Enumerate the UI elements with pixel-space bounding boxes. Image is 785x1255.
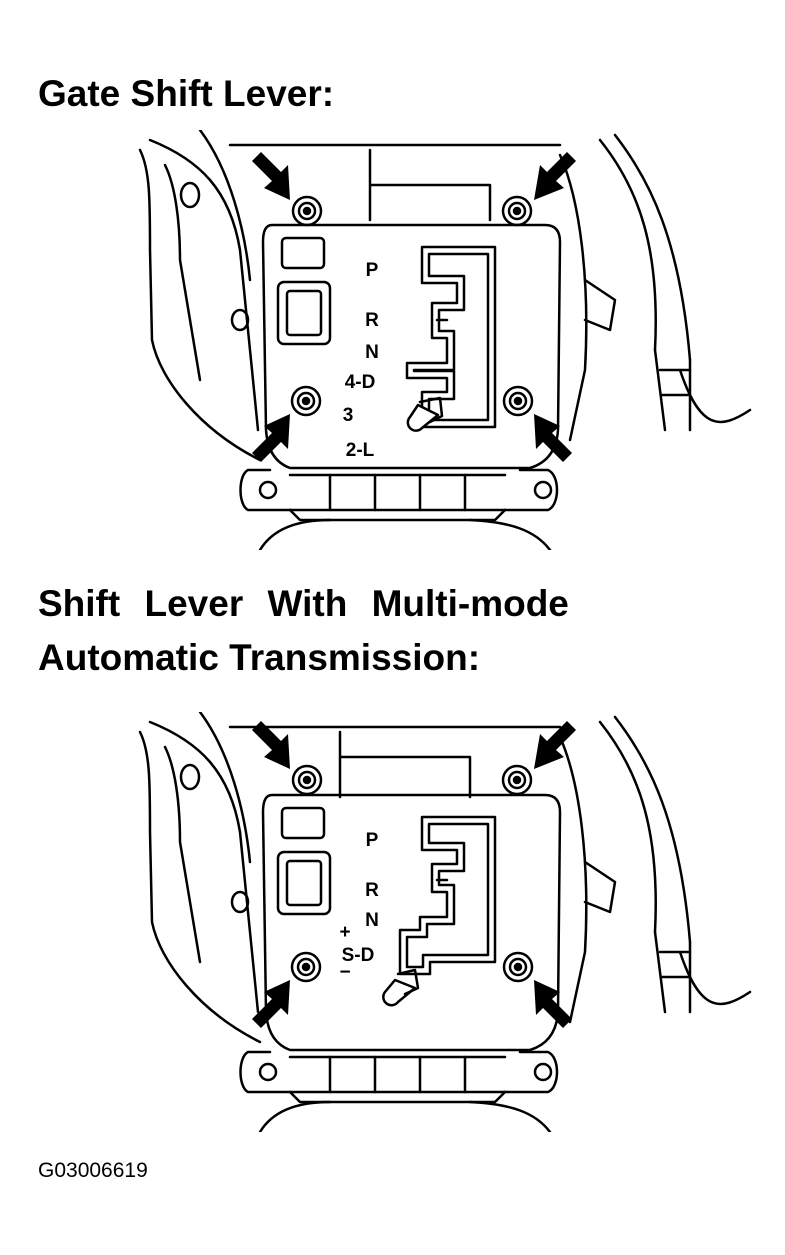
gear-label-sd: S-D (342, 945, 375, 966)
gear-label-n: N (365, 910, 379, 931)
shift-gate (398, 815, 497, 976)
bolt-icon (290, 385, 322, 417)
arrow-icon (252, 721, 290, 769)
gear-label-r: R (365, 310, 379, 331)
console-surround (138, 712, 752, 1044)
bolt-icon (501, 195, 533, 227)
shift-gate (405, 245, 497, 429)
gear-label-4d: 4-D (345, 372, 376, 393)
arrow-icon (534, 414, 572, 462)
arrow-icon (534, 152, 576, 200)
bolt-icon (502, 385, 534, 417)
multi-mode-shift-lever-diagram: P R N + S-D − (138, 712, 752, 1132)
gear-label-r: R (365, 880, 379, 901)
console-surround (138, 130, 752, 462)
indicator-windows (276, 236, 332, 346)
gear-label-p: P (366, 830, 379, 851)
figure-id: G03006619 (38, 1159, 148, 1182)
mount-bracket (239, 1050, 559, 1132)
shift-lever-icon (406, 396, 444, 432)
figure-2-title-line-2: Automatic Transmission: (38, 637, 481, 678)
gear-label-2l: 2-L (346, 440, 375, 461)
shift-lever-icon (382, 968, 420, 1007)
gear-label-n: N (365, 342, 379, 363)
gate-shift-lever-diagram: P R N 4-D 3 2-L (138, 130, 752, 550)
gear-label-p: P (366, 260, 379, 281)
arrow-icon (534, 721, 576, 769)
bolt-icon (290, 951, 322, 983)
indicator-windows (276, 806, 332, 916)
gear-label-plus: + (339, 922, 350, 943)
gear-label-minus: − (339, 962, 350, 983)
figure-1-title: Gate Shift Lever: (38, 73, 335, 114)
figure-2-title-line-1: Shift Lever With Multi-mode (38, 583, 569, 624)
arrow-icon (534, 980, 572, 1028)
bolt-icon (501, 764, 533, 796)
arrow-icon (252, 414, 290, 462)
arrow-icon (252, 152, 290, 200)
arrow-icon (252, 980, 290, 1028)
bolt-icon (291, 764, 323, 796)
bolt-icon (291, 195, 323, 227)
shift-plate (261, 223, 562, 470)
mount-bracket (239, 468, 559, 550)
gear-label-3: 3 (343, 405, 354, 426)
shift-plate (261, 793, 562, 1052)
bolt-icon (502, 951, 534, 983)
